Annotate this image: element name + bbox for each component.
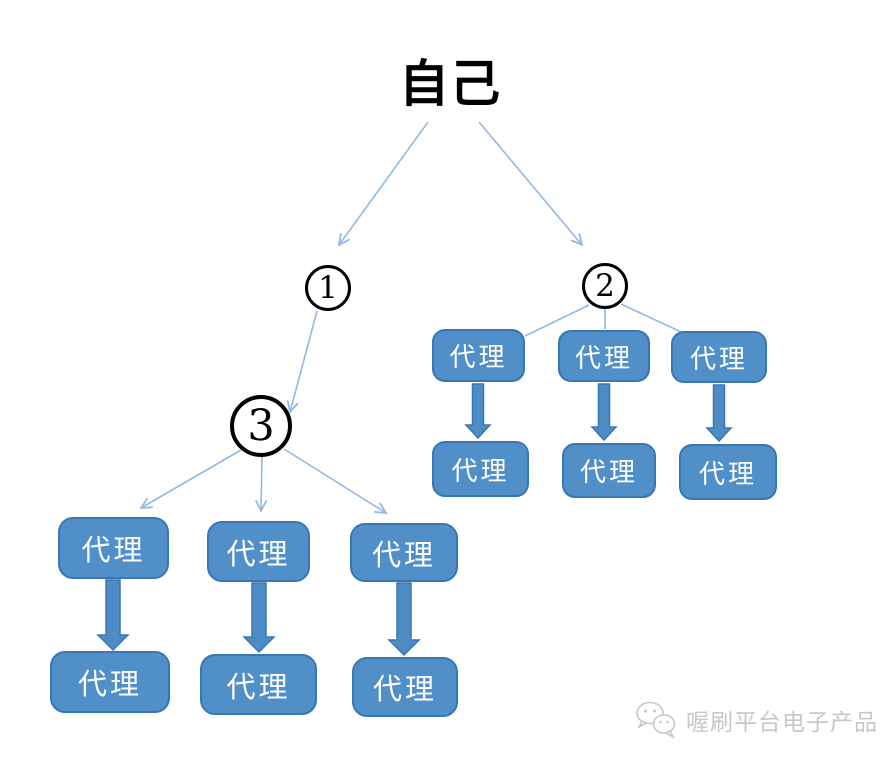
connector-node1-to-node3 [286, 310, 318, 414]
diagram-title: 自己 [399, 54, 501, 113]
agent-box-right-bottom-3: 代理 [679, 444, 777, 500]
connector-node3-to-left-top-2 [255, 456, 268, 514]
watermark: 喔刷平台电子产品 [634, 700, 878, 740]
circle-node-2-label: 2 [595, 268, 615, 304]
block-arrow-left-3 [387, 582, 421, 657]
block-arrow-right-2 [590, 383, 618, 442]
circle-node-3: 3 [230, 395, 292, 457]
connector-self-to-node1 [337, 121, 429, 247]
circle-node-3-label: 3 [247, 401, 275, 451]
block-arrow-right-3 [705, 384, 733, 443]
agent-box-right-top-1: 代理 [432, 329, 525, 382]
agent-box-left-bottom-1: 代理 [50, 651, 170, 713]
connector-self-to-node2 [478, 121, 584, 247]
agent-box-right-top-2: 代理 [558, 330, 650, 382]
circle-node-2: 2 [582, 263, 628, 309]
connector-node2-to-right-top-1 [524, 304, 590, 337]
circle-node-1-label: 1 [318, 270, 338, 306]
agent-box-left-top-1: 代理 [58, 517, 169, 579]
block-arrow-left-1 [96, 579, 130, 652]
wechat-icon [636, 701, 676, 740]
agent-box-right-top-3: 代理 [671, 331, 767, 383]
agent-box-left-top-2: 代理 [207, 521, 310, 582]
block-arrow-right-1 [464, 383, 492, 440]
agent-box-left-bottom-3: 代理 [352, 657, 458, 717]
circle-node-1: 1 [305, 265, 351, 311]
agent-box-left-top-3: 代理 [350, 523, 458, 582]
watermark-text: 喔刷平台电子产品 [686, 710, 878, 736]
agent-box-right-bottom-1: 代理 [432, 441, 529, 497]
agent-box-right-bottom-2: 代理 [562, 443, 656, 498]
connector-node2-to-right-top-3 [620, 303, 682, 333]
block-arrow-left-2 [242, 582, 276, 654]
connector-node3-to-left-top-3 [283, 448, 388, 515]
agent-box-left-bottom-2: 代理 [200, 654, 317, 715]
connector-node3-to-left-top-1 [139, 449, 242, 510]
